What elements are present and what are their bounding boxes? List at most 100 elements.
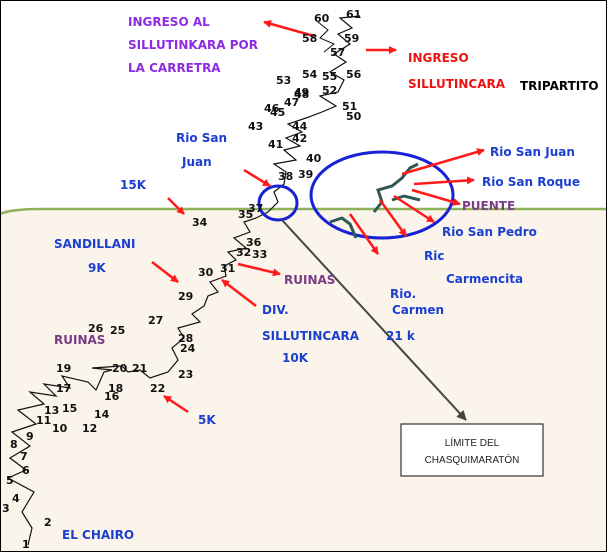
route-ingress: [317, 21, 335, 53]
km-marker-51: 51: [342, 100, 357, 113]
km-marker-12: 12: [82, 422, 97, 435]
km-marker-4: 4: [12, 492, 20, 505]
limit-box-line2: CHASQUIMARATÓN: [425, 453, 520, 466]
km-marker-31: 31: [220, 262, 235, 275]
arrow: [243, 168, 271, 188]
km-marker-8: 8: [10, 438, 18, 451]
boundary-line: [0, 207, 607, 216]
label-15k: 15K: [120, 178, 147, 192]
label-div: DIV.: [262, 303, 289, 317]
km-marker-61: 61: [346, 8, 361, 21]
km-marker-6: 6: [22, 464, 30, 477]
km-marker-57: 57: [330, 46, 345, 59]
km-marker-21: 21: [132, 362, 147, 375]
arrow: [221, 279, 257, 307]
label-rio-san-juan: Rio San Juan: [490, 145, 575, 159]
km-marker-10: 10: [52, 422, 68, 435]
km-marker-47: 47: [284, 96, 299, 109]
km-marker-22: 22: [150, 382, 165, 395]
km-marker-28: 28: [178, 332, 193, 345]
label-div-sillutincara: SILLUTINCARA: [262, 329, 360, 343]
limit-box: [400, 423, 544, 477]
leader-line: [281, 219, 467, 421]
arrow: [401, 148, 485, 176]
km-marker-43: 43: [248, 120, 263, 133]
arrow: [348, 213, 380, 255]
red-arrows: [151, 20, 485, 414]
km-marker-53: 53: [276, 74, 291, 87]
arrow: [263, 20, 315, 38]
label-tripartito: TRIPARTITO: [520, 79, 599, 93]
label-rio-carmencita-1: Ric: [424, 249, 444, 263]
label-ruinas-left: RUINAS: [54, 333, 105, 347]
km-marker-20: 20: [112, 362, 128, 375]
label-rio-carmen-1: Rio.: [390, 287, 416, 301]
km-marker-36: 36: [246, 236, 262, 249]
arrow: [163, 394, 189, 414]
label-la-carretra: LA CARRETRA: [128, 61, 221, 75]
label-rio-carmen-2: Carmen: [392, 303, 444, 317]
label-5k: 5K: [198, 413, 216, 427]
label-rio-san-juan-left-2: Juan: [181, 155, 212, 169]
km-marker-54: 54: [302, 68, 318, 81]
km-marker-37: 37: [248, 202, 263, 215]
km-marker-16: 16: [104, 390, 120, 403]
arrow: [151, 261, 179, 283]
label-rio-san-roque: Rio San Roque: [482, 175, 580, 189]
marathon-route: [6, 15, 361, 546]
label-puente: PUENTE: [462, 199, 515, 213]
km-marker-38: 38: [278, 170, 293, 183]
arrow: [393, 194, 435, 224]
km-marker-14: 14: [94, 408, 110, 421]
river-line: [329, 216, 358, 239]
km-marker-9: 9: [26, 430, 34, 443]
km-marker-35: 35: [238, 208, 253, 221]
km-marker-17: 17: [56, 382, 71, 395]
km-marker-15: 15: [62, 402, 77, 415]
km-marker-45: 45: [270, 106, 285, 119]
km-marker-55: 55: [322, 70, 337, 83]
km-marker-30: 30: [198, 266, 214, 279]
km-marker-25: 25: [110, 324, 125, 337]
km-marker-1: 1: [22, 538, 30, 551]
label-sillutincara: SILLUTINCARA: [408, 77, 506, 91]
km-marker-32: 32: [236, 246, 251, 259]
km-marker-44: 44: [292, 120, 308, 133]
km-marker-39: 39: [298, 168, 313, 181]
km-marker-48: 48: [294, 88, 309, 101]
km-marker-59: 59: [344, 32, 359, 45]
km-marker-18: 18: [108, 382, 123, 395]
label-21k: 21 k: [386, 329, 416, 343]
small-circle: [257, 184, 299, 222]
label-rio-carmencita-2: Carmencita: [446, 272, 523, 286]
km-marker-60: 60: [314, 12, 330, 25]
km-marker-52: 52: [322, 84, 337, 97]
km-marker-23: 23: [178, 368, 193, 381]
km-marker-29: 29: [178, 290, 193, 303]
km-marker-13: 13: [44, 404, 59, 417]
km-marker-19: 19: [56, 362, 71, 375]
km-marker-3: 3: [2, 502, 10, 515]
label-ingreso-al: INGRESO AL: [128, 15, 210, 29]
label-el-chairo: EL CHAIRO: [62, 528, 134, 542]
label-sandillani: SANDILLANI: [54, 237, 136, 251]
lower-region: [0, 209, 607, 552]
label-sillutinkara-por: SILLUTINKARA POR: [128, 38, 258, 52]
limit-box-line1: LÍMITE DEL: [445, 436, 500, 449]
km-marker-2: 2: [44, 516, 52, 529]
km-marker-58: 58: [302, 32, 317, 45]
km-marker-42: 42: [292, 132, 307, 145]
km-marker-49: 49: [294, 86, 309, 99]
km-marker-34: 34: [192, 216, 208, 229]
km-marker-41: 41: [268, 138, 283, 151]
arrow: [411, 188, 461, 206]
label-9k: 9K: [88, 261, 106, 275]
arrow: [378, 199, 408, 237]
km-marker-40: 40: [306, 152, 322, 165]
km-marker-33: 33: [252, 248, 267, 261]
km-marker-11: 11: [36, 414, 51, 427]
km-marker-27: 27: [148, 314, 163, 327]
km-marker-7: 7: [20, 450, 28, 463]
